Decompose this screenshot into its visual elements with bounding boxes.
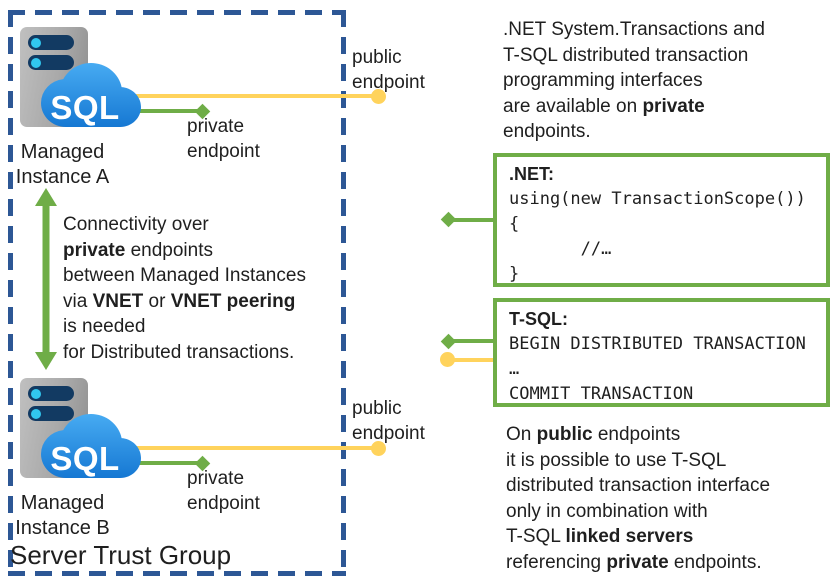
bidirectional-arrow-icon xyxy=(35,188,57,370)
private-endpoint-label-a: private endpoint xyxy=(187,116,260,162)
trust-group-border-top xyxy=(8,10,346,15)
status-led xyxy=(31,57,41,68)
cloud-shape xyxy=(41,63,141,127)
public-endpoint-dot-b xyxy=(371,441,386,456)
public-endpoint-label-a: public endpoint xyxy=(352,47,425,93)
sql-logo-text: SQL xyxy=(50,440,120,477)
trust-group-border-right xyxy=(341,10,346,576)
public-endpoint-dot-a xyxy=(371,89,386,104)
dotnet-code-box: .NET: using(new TransactionScope()){ //…… xyxy=(493,153,830,287)
tsql-code-lines: BEGIN DISTRIBUTED TRANSACTION…COMMIT TRA… xyxy=(509,334,806,404)
server-slot xyxy=(28,406,74,421)
tsql-connector-dot xyxy=(440,352,455,367)
public-endpoint-label-b: public endpoint xyxy=(352,398,425,444)
tsql-connector-line-yellow xyxy=(451,357,493,362)
tsql-connector-line-green xyxy=(451,339,493,343)
sql-cloud-icon-a: SQL xyxy=(41,55,141,135)
public-endpoint-line-b xyxy=(112,446,378,450)
sql-cloud-icon-b: SQL xyxy=(41,406,141,486)
private-endpoint-line-a xyxy=(112,109,198,113)
private-endpoint-line-b xyxy=(112,461,198,465)
server-trust-group-label: Server Trust Group xyxy=(10,540,232,570)
status-led xyxy=(31,388,41,399)
tsql-code-title: T-SQL: xyxy=(509,309,568,329)
dotnet-code-title: .NET: xyxy=(509,164,554,184)
server-slot xyxy=(28,55,74,70)
status-led xyxy=(31,408,41,419)
public-endpoint-line-a xyxy=(112,94,378,98)
private-endpoint-label-b: private endpoint xyxy=(187,468,260,514)
trust-group-border-bottom xyxy=(8,571,346,576)
trust-group-border-left xyxy=(8,10,13,576)
cloud-shape xyxy=(41,414,141,478)
tsql-code-box: T-SQL: BEGIN DISTRIBUTED TRANSACTION…COM… xyxy=(493,298,830,407)
dotnet-code-lines: using(new TransactionScope()){ //…} xyxy=(509,189,806,284)
dotnet-connector-line xyxy=(451,218,493,222)
server-slot xyxy=(28,35,74,50)
server-slot xyxy=(28,386,74,401)
sql-logo-text: SQL xyxy=(50,89,120,126)
status-led xyxy=(31,37,41,48)
